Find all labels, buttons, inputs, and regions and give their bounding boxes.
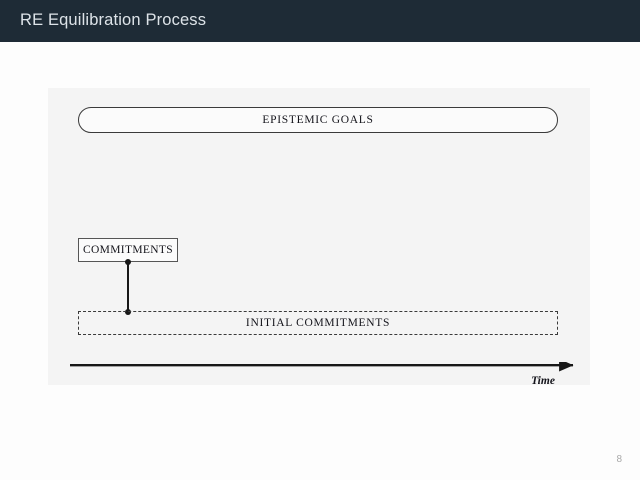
- node-commitments[interactable]: COMMITMENTS: [78, 238, 178, 262]
- page-number: 8: [616, 454, 622, 465]
- connector-endpoint-dot-top: [125, 258, 132, 265]
- slide-body: EPISTEMIC GOALS COMMITMENTS INITIAL COMM…: [0, 42, 640, 480]
- node-epistemic-goals[interactable]: EPISTEMIC GOALS: [78, 107, 558, 133]
- node-initial-commitments-label: INITIAL COMMITMENTS: [245, 317, 391, 329]
- connector-commitments-to-initial-commitments: [127, 261, 130, 311]
- page-title: RE Equilibration Process: [20, 11, 207, 29]
- node-initial-commitments[interactable]: INITIAL COMMITMENTS: [78, 311, 558, 335]
- time-axis-label: Time: [531, 375, 555, 387]
- node-commitments-label: COMMITMENTS: [82, 244, 174, 256]
- slide-header-bar: RE Equilibration Process: [0, 0, 640, 42]
- node-epistemic-goals-label: EPISTEMIC GOALS: [262, 114, 374, 126]
- diagram-panel: EPISTEMIC GOALS COMMITMENTS INITIAL COMM…: [48, 88, 590, 387]
- time-axis-arrow: [70, 362, 574, 372]
